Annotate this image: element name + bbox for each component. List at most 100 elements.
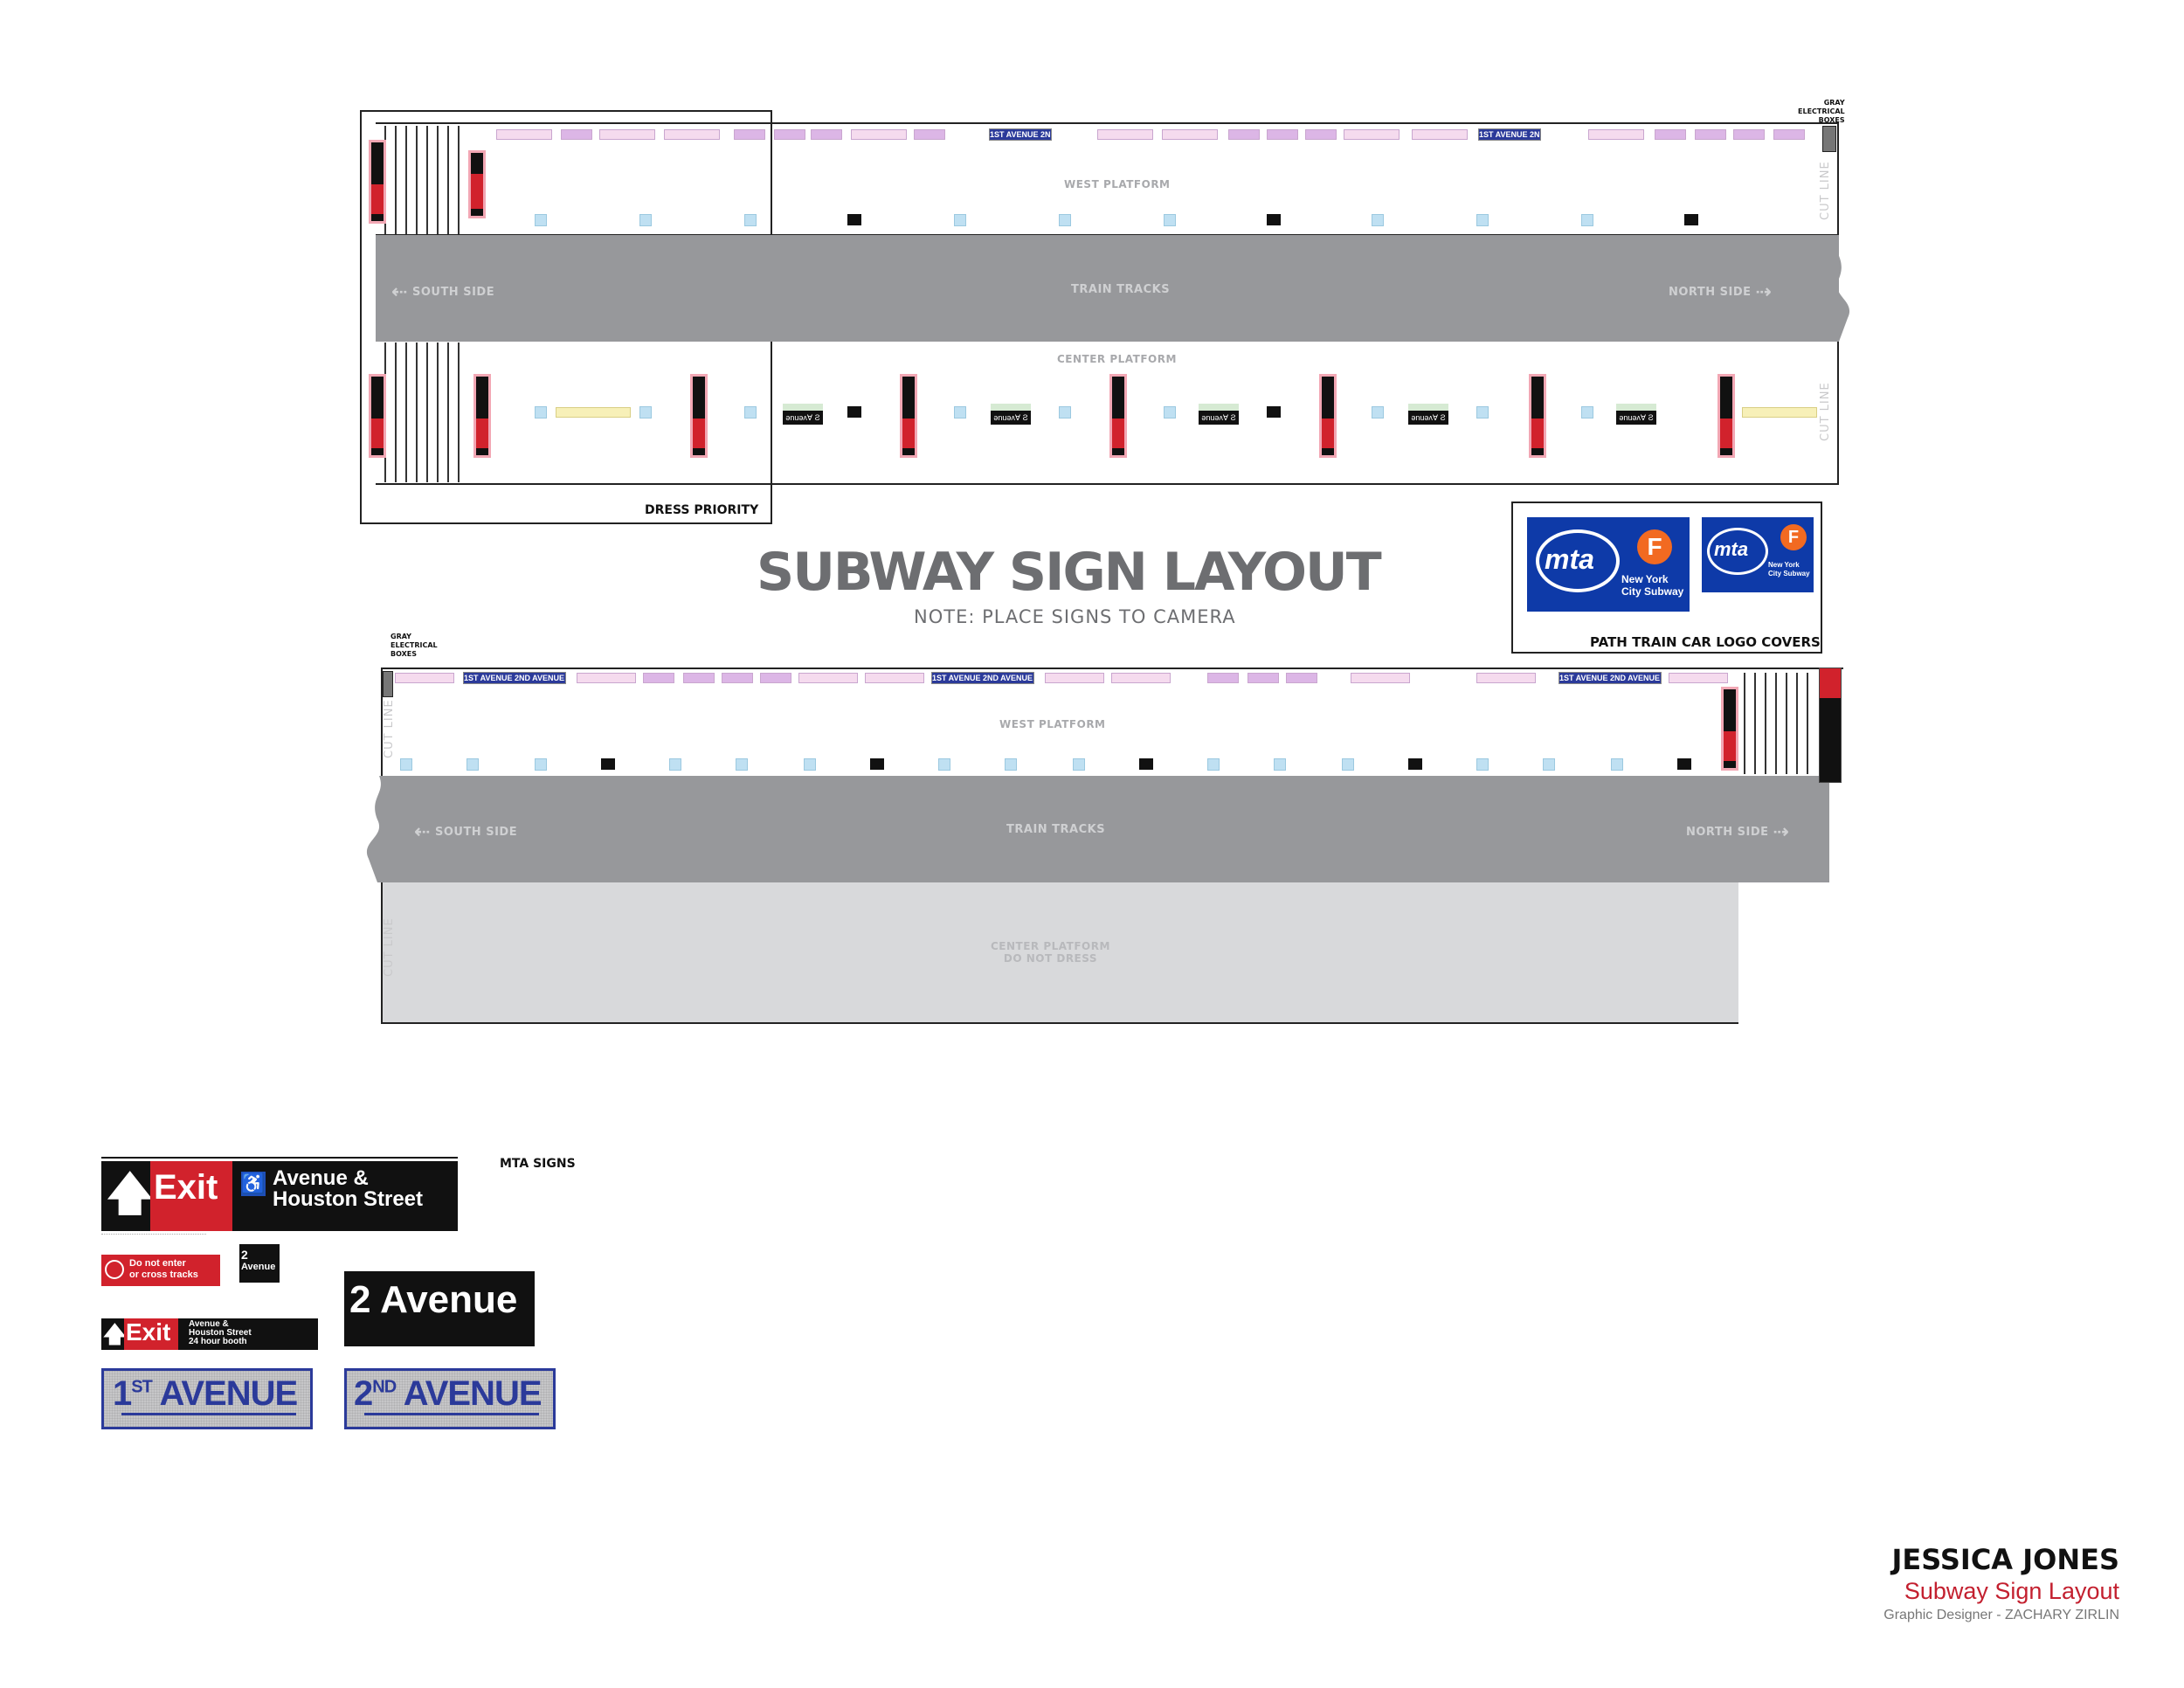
column-marker [1207,758,1220,771]
arrow-left-icon: ⇠ [391,281,408,303]
f-line-bullet-icon: F [1780,524,1807,550]
column-marker [954,406,966,419]
bottom-north-stairs [1744,673,1817,774]
top-gray-electrical-box [1822,126,1836,152]
arrow-up-icon: 🡅 [107,1169,154,1220]
small-2-avenue-sign [870,758,884,770]
wall-sign-strip [1733,129,1765,140]
column-marker [1581,406,1593,419]
column-marker [1543,758,1555,771]
logo-covers-caption: PATH TRAIN CAR LOGO COVERS [1590,634,1821,650]
top-west-stairs [384,126,468,234]
bench-strip [1742,407,1817,418]
exit-red-panel [150,1161,232,1231]
bottom-south-side-label: ⇠ SOUTH SIDE [414,821,518,843]
avenue-sign-strip: 1ST AVENUE 2ND AVENUE [1478,128,1541,141]
2-avenue-hanging-sign: ǝnuǝʌ∀ Ƨ [1408,404,1448,425]
mta-logo-text: mta [1714,538,1749,560]
mta-logo-text: mta [1545,543,1594,575]
column-marker [535,758,547,771]
page-note: NOTE: PLACE SIGNS TO CAMERA [914,606,1236,627]
dress-priority-label: DRESS PRIORITY [645,503,759,517]
2nd-avenue-sign: 2ND AVENUE [344,1368,556,1429]
wall-sign-strip [811,129,842,140]
wall-sign-strip [1773,129,1805,140]
mta-logo-icon [1536,529,1620,592]
bottom-cut-line-2: CUT LINE [383,917,396,977]
top-gray-boxes-label: GRAY ELECTRICAL BOXES [1798,99,1845,124]
exit-pole-sign [1529,374,1546,458]
column-marker [938,758,950,771]
column-marker [535,406,547,419]
wall-sign-strip [561,129,592,140]
column-marker [1005,758,1017,771]
exit-pole-sign [369,374,386,458]
wall-sign-strip [1476,673,1536,683]
exit-sign-large: 🡅 Exit ♿ Avenue & Houston Street [101,1159,458,1231]
wall-sign-strip [722,673,753,683]
wall-sign-strip [914,129,945,140]
top-center-stairs [384,342,468,482]
bottom-gray-electrical-box [383,671,393,697]
exit-booth-sign: 🡅 Exit Avenue & Houston Street 24 hour b… [101,1316,318,1350]
column-marker [1164,406,1176,419]
mta-logo-icon [1707,528,1768,575]
wall-sign-strip [1351,673,1410,683]
top-center-platform-label: CENTER PLATFORM [1057,353,1177,365]
2-avenue-hanging-sign: ǝnuǝʌ∀ Ƨ [1199,404,1239,425]
arrow-left-icon: ⇠ [414,821,431,843]
exit-sign-text: Avenue & Houston Street [273,1166,424,1211]
wall-sign-strip [496,129,552,140]
bottom-north-side-label: NORTH SIDE ⇢ [1686,821,1790,843]
bottom-center-platform-label: CENTER PLATFORM DO NOT DRESS [991,940,1110,965]
bench-strip [556,407,631,418]
wall-sign-strip [1267,129,1298,140]
avenue-sign-strip: 1ST AVENUE 2ND AVENUE [931,672,1034,684]
column-marker [400,758,412,771]
column-marker [669,758,681,771]
small-2-avenue-sign [1677,758,1691,770]
2-avenue-hanging-sign: ǝnuǝʌ∀ Ƨ [783,404,823,425]
exit-word: Exit [126,1318,171,1346]
exit-pole-sign [1319,374,1337,458]
exit-pole-sign [900,374,917,458]
small-2-avenue-sign [1139,758,1153,770]
column-marker [954,214,966,226]
2-avenue-hanging-sign: ǝnuǝʌ∀ Ƨ [991,404,1031,425]
arrow-right-icon: ⇢ [1755,281,1773,303]
column-marker [1476,406,1489,419]
bottom-gray-boxes-label: GRAY ELECTRICAL BOXES [390,633,438,658]
wall-sign-strip [643,673,674,683]
2nd-avenue-text: 2ND AVENUE [354,1374,543,1413]
do-not-enter-text: Do not enter or cross tracks [129,1258,198,1280]
wall-sign-strip [1228,129,1260,140]
wall-sign-strip [1111,673,1171,683]
arrow-up-icon: 🡅 [103,1321,127,1347]
bottom-train-tracks [381,776,1829,882]
column-marker [1274,758,1286,771]
column-marker [1059,406,1071,419]
do-not-enter-sign: Do not enter or cross tracks [101,1255,220,1286]
small-2-avenue-sign [1684,214,1698,225]
exit-pole-sign [468,150,486,218]
mta-signs-heading: MTA SIGNS [500,1157,576,1171]
bottom-west-platform-label: WEST PLATFORM [999,718,1106,730]
1st-avenue-sign: 1ST AVENUE [101,1368,313,1429]
column-marker [535,214,547,226]
exit-pole-sign [1109,374,1127,458]
column-marker [744,214,757,226]
wall-sign-strip [1344,129,1400,140]
wall-sign-strip [1655,129,1686,140]
wall-sign-strip [760,673,791,683]
footer-subtitle: Subway Sign Layout [1904,1578,2119,1604]
column-marker [639,406,652,419]
double-arrow-icon [121,1413,296,1415]
top-train-tracks [376,235,1839,342]
top-cut-line-2: CUT LINE [1819,382,1832,441]
column-marker [1581,214,1593,226]
top-track-wavy-end [1830,235,1850,342]
bottom-cut-line-1: CUT LINE [383,699,396,758]
